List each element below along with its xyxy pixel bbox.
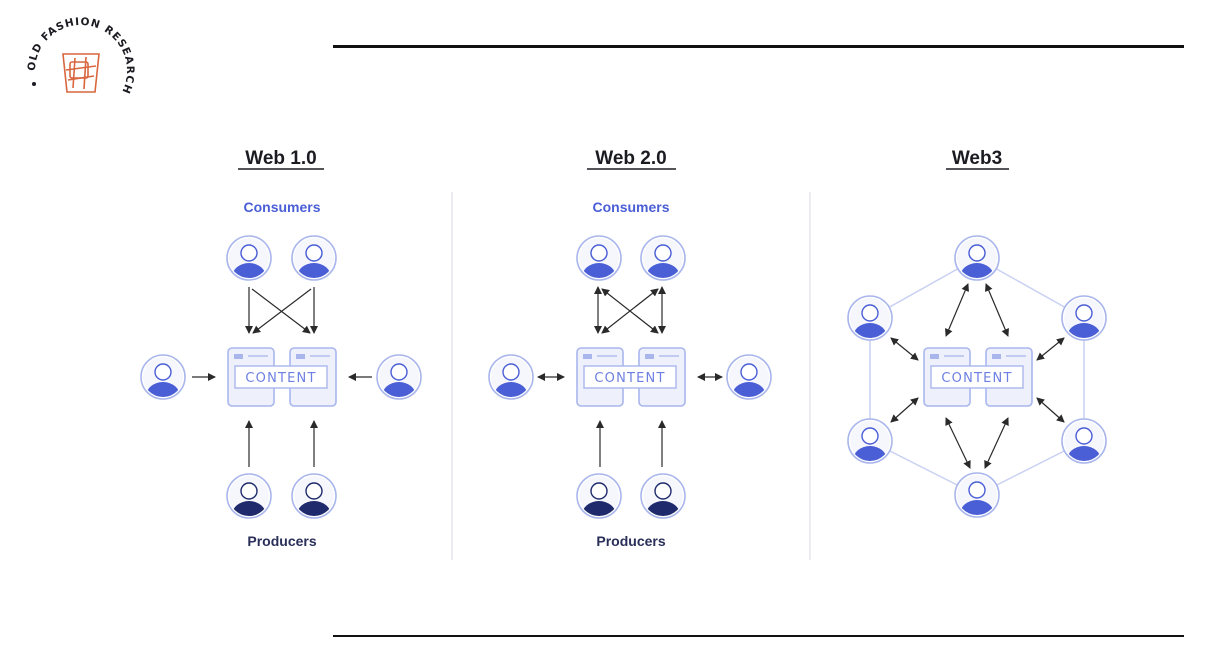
glass-icon [62, 53, 100, 93]
web3-peer-avatar [1061, 295, 1107, 341]
web2-consumer-avatar [726, 354, 772, 400]
web2-consumer-avatar [576, 235, 622, 281]
web3-peer-avatar [847, 295, 893, 341]
top-rule [333, 45, 1184, 48]
bottom-rule [333, 635, 1184, 637]
web3-peer-avatar [954, 472, 1000, 518]
web3-peer-avatar [1061, 418, 1107, 464]
web2-content-block: CONTENT [576, 347, 686, 407]
web1-consumer-avatar [376, 354, 422, 400]
web1-producer-avatar [226, 473, 272, 519]
web2-consumers-label: Consumers [592, 199, 669, 215]
web1-title: Web 1.0 [245, 148, 316, 169]
web1-consumer-avatar [291, 235, 337, 281]
web2-producers-label: Producers [596, 533, 665, 549]
web1-producers-label: Producers [247, 533, 316, 549]
content-label: CONTENT [245, 371, 316, 386]
web3-peer-avatar [954, 235, 1000, 281]
web1-consumers-label: Consumers [243, 199, 320, 215]
web2-arrows [537, 286, 723, 467]
web1-producer-avatar [291, 473, 337, 519]
web2-producer-avatar [576, 473, 622, 519]
web1-consumer-avatar [226, 235, 272, 281]
web1-arrows [192, 287, 372, 467]
web2-producer-avatar [640, 473, 686, 519]
web3-peer-avatar [847, 418, 893, 464]
web3-title: Web3 [952, 148, 1002, 169]
web2-consumer-avatar [640, 235, 686, 281]
web2-title: Web 2.0 [595, 148, 666, 169]
web1-consumer-avatar [140, 354, 186, 400]
web1-content-block: CONTENT [227, 347, 337, 407]
web3-arrows [890, 283, 1065, 469]
content-label: CONTENT [941, 371, 1012, 386]
old-fashion-research-logo: OLD FASHION RESEARCH [26, 16, 135, 96]
web2-consumer-avatar [488, 354, 534, 400]
web3-content-block: CONTENT [923, 347, 1033, 407]
content-label: CONTENT [594, 371, 665, 386]
